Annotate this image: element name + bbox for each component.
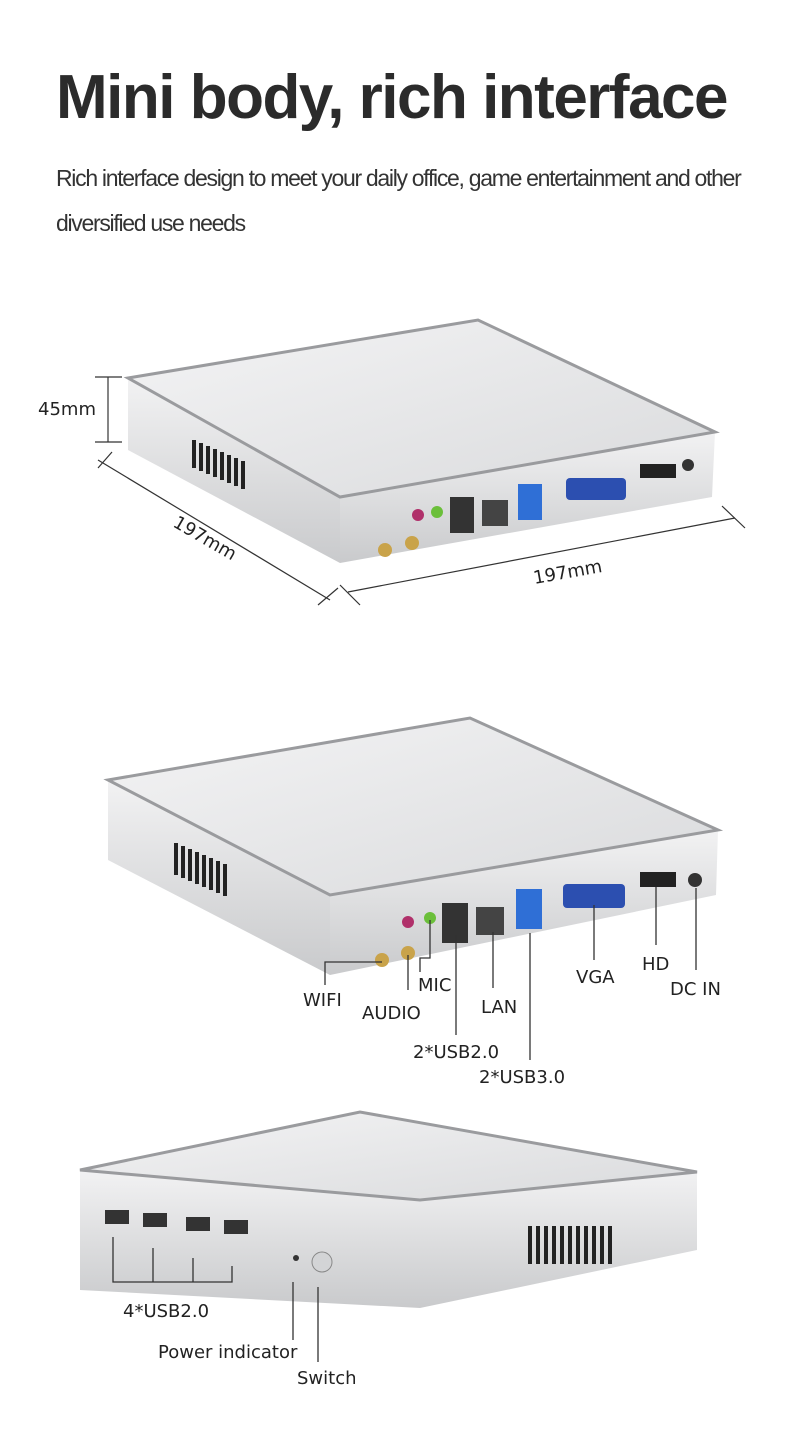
device-view-rear-ports [103,716,724,1060]
leader-lines [112,1237,319,1362]
hd-label: HD [642,954,670,975]
height-dimension-label: 45mm [38,399,96,420]
page-subtitle: Rich interface design to meet your daily… [56,165,742,236]
page-title: Mini body, rich interface [56,63,729,132]
usb3-label: 2*USB3.0 [479,1067,566,1088]
wifi-label: WIFI [303,990,342,1011]
device-view-dimensions [95,318,746,606]
vga-label: VGA [576,967,615,988]
vent-icon [528,1226,612,1264]
dc-in-label: DC IN [670,979,721,1000]
audio-label: AUDIO [362,1003,421,1024]
dimension-lines [95,376,746,606]
device-view-front-ports [79,1110,698,1362]
lan-label: LAN [481,997,518,1018]
power-indicator-label: Power indicator [158,1342,298,1363]
leader-lines [324,887,697,1060]
usb2-label: 2*USB2.0 [413,1042,500,1063]
vent-icon [174,843,227,896]
front-usb-label: 4*USB2.0 [123,1301,210,1322]
rear-ports-icons [378,459,694,557]
mic-label: MIC [418,975,452,996]
vent-icon [192,440,245,489]
switch-label: Switch [297,1368,357,1389]
